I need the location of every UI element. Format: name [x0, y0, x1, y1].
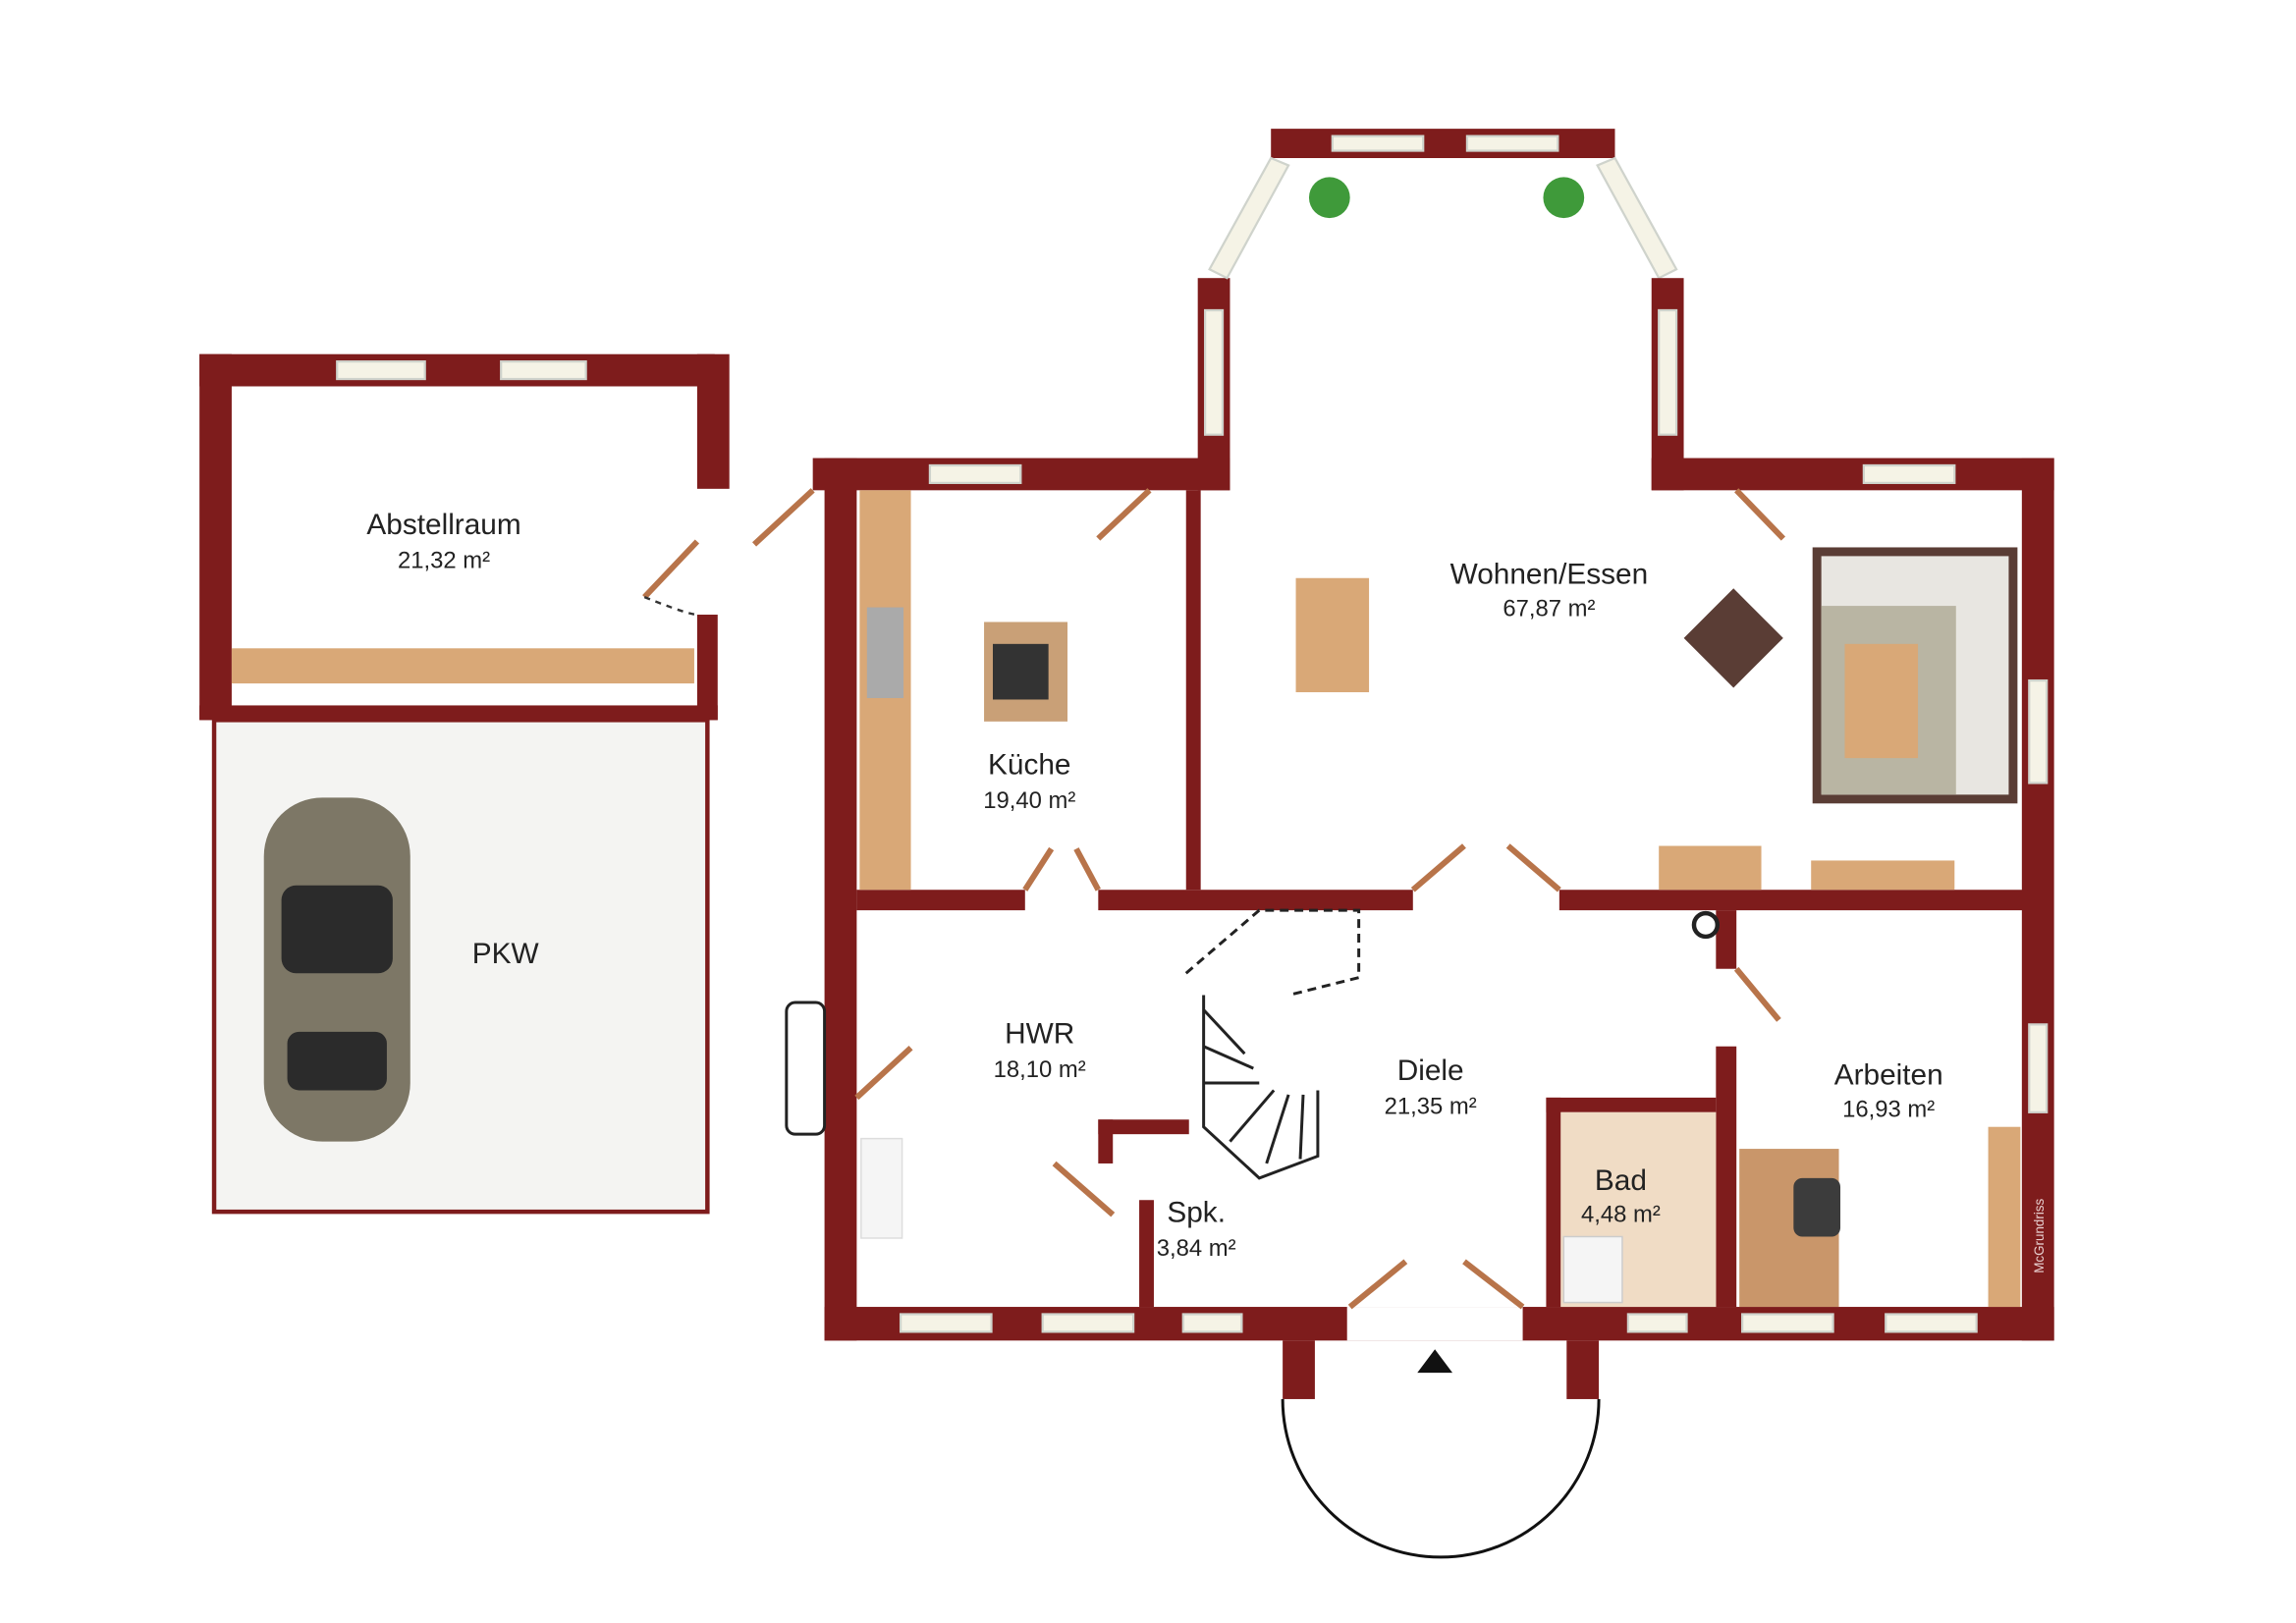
- plant-icon: [1308, 177, 1350, 219]
- room-label-bad: Bad: [1595, 1164, 1647, 1197]
- entrance-arrow-icon: [1417, 1349, 1453, 1374]
- armchair: [1683, 588, 1783, 688]
- doors: [854, 488, 1786, 1310]
- room-area-hwr: 18,10 m²: [994, 1056, 1086, 1083]
- plant-icon: [1543, 177, 1585, 219]
- sink-icon: [866, 607, 904, 698]
- room-label-spk: Spk.: [1167, 1197, 1226, 1229]
- furniture: [785, 177, 2021, 1374]
- room-area-arbeiten: 16,93 m²: [1842, 1096, 1935, 1122]
- house-walls: [812, 129, 2054, 1559]
- room-area-wohnen-essen: 67,87 m²: [1503, 596, 1595, 622]
- room-label-abstellraum: Abstellraum: [366, 509, 520, 541]
- room-area-diele: 21,35 m²: [1385, 1093, 1477, 1119]
- room-label-kueche: Küche: [988, 748, 1071, 781]
- watermark: McGrundriss: [2032, 1198, 2047, 1272]
- room-label-diele: Diele: [1397, 1055, 1464, 1087]
- staircase: [1184, 908, 1361, 1180]
- car-icon: [263, 797, 410, 1142]
- dining-table: [1295, 577, 1370, 693]
- shelf: [231, 648, 694, 684]
- room-area-abstellraum: 21,32 m²: [398, 547, 490, 573]
- room-area-spk: 3,84 m²: [1157, 1235, 1236, 1262]
- room-label-wohnen-essen: Wohnen/Essen: [1450, 559, 1649, 591]
- room-label-arbeiten: Arbeiten: [1834, 1058, 1943, 1091]
- room-area-kueche: 19,40 m²: [983, 787, 1075, 814]
- room-area-bad: 4,48 m²: [1581, 1202, 1661, 1228]
- room-label-pkw: PKW: [472, 938, 540, 970]
- room-label-hwr: HWR: [1005, 1018, 1074, 1051]
